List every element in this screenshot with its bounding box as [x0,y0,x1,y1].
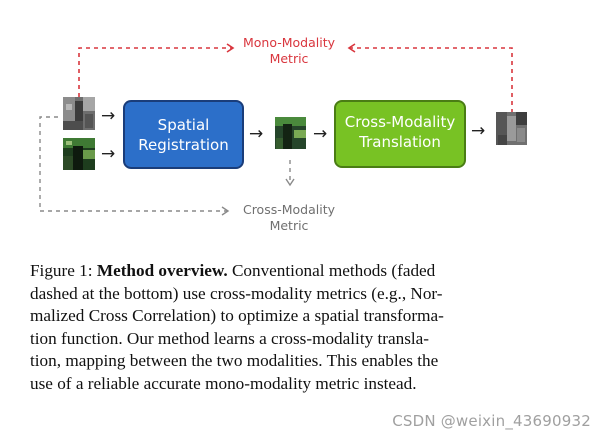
arrow-into-registration-bottom: → [101,144,115,164]
cross-modality-loop [39,116,295,216]
spatial-registration-label-line1: Spatial [158,116,210,134]
arrow-into-registration-top: → [101,106,115,126]
caption-line-5: tion, mapping between the two modalities… [30,351,439,371]
cross-modality-translation-box [334,100,466,168]
translation-label-line2: Translation [358,133,441,151]
caption-line-1-rest: Conventional methods (faded [227,261,436,280]
caption-line-4: tion function. Our method learns a cross… [30,328,430,348]
caption-line-2: dashed at the bottom) use cross-modality… [30,283,443,303]
arrow-into-translation: → [313,124,327,144]
caption-line-6: use of a reliable accurate mono-modality… [30,373,417,393]
cross-metric-label-line2: Metric [270,218,309,233]
figure-caption: Figure 1: Method overview. Conventional … [30,260,578,396]
mono-modality-loop [78,43,513,112]
method-overview-diagram: Mono-Modality Metric Cross-Modality Metr… [39,35,527,233]
input-image-modality-a [63,97,95,130]
translation-label-line1: Cross-Modality [345,113,456,131]
translated-image [496,112,527,145]
registered-image [275,117,306,149]
caption-line-3: malized Cross Correlation) to optimize a… [30,306,444,326]
csdn-watermark: CSDN @weixin_43690932 [392,412,591,430]
input-image-modality-b [63,138,95,170]
arrow-out-of-registration: → [249,124,263,144]
caption-title: Method overview. [96,261,228,280]
mono-metric-label-line1: Mono-Modality [243,35,336,50]
caption-figure-label: Figure 1: [30,261,97,280]
arrow-out-of-translation: → [471,121,485,141]
spatial-registration-box [123,100,244,169]
cross-metric-label-line1: Cross-Modality [243,202,336,217]
caption-line-1: Figure 1: Method overview. Conventional … [30,260,578,283]
mono-metric-label-line2: Metric [270,51,309,66]
spatial-registration-label-line2: Registration [138,136,228,154]
